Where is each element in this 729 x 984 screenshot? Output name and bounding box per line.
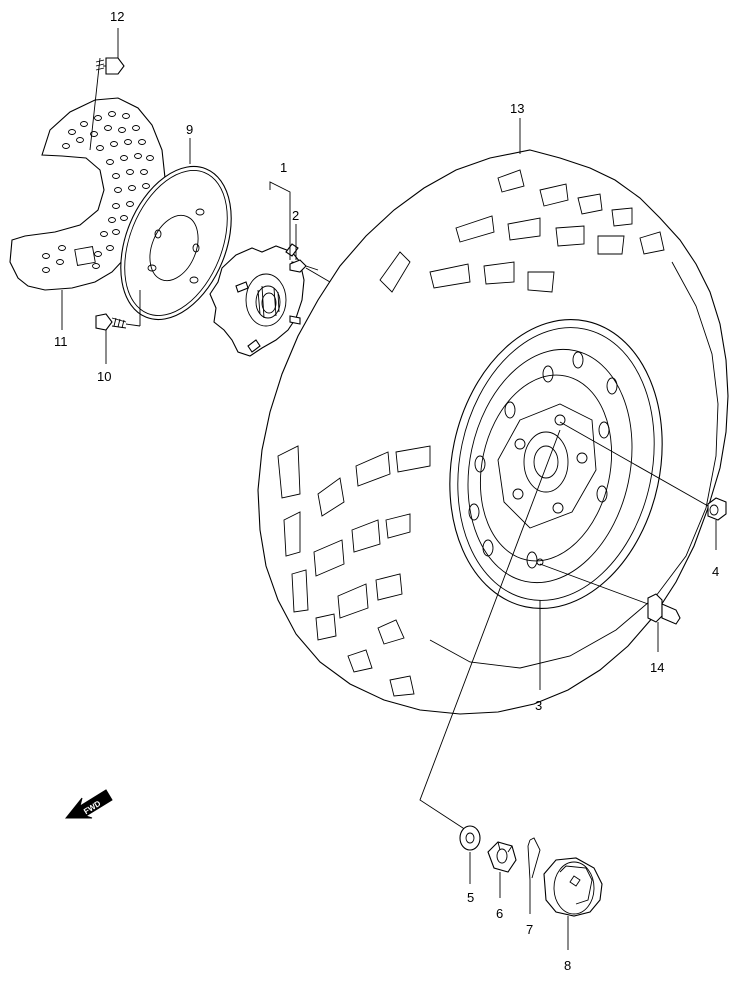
fwd-direction-arrow: FWD <box>64 789 113 819</box>
hub-studs <box>235 243 303 353</box>
rim-vent-holes <box>468 351 618 569</box>
callout-13: 13 <box>510 101 524 116</box>
leader-2-tire <box>305 267 331 283</box>
callout-4: 4 <box>712 564 719 579</box>
callout-7: 7 <box>526 922 533 937</box>
callout-8: 8 <box>564 958 571 973</box>
leader-14 <box>539 563 649 605</box>
callout-11: 11 <box>54 334 68 349</box>
part-5-washer <box>459 825 481 851</box>
leader-1-2-bracket <box>269 181 291 260</box>
part-1-wheel-hub <box>209 243 305 357</box>
part-4-wheel-nut <box>707 497 727 521</box>
part-2-stud <box>289 259 319 273</box>
callout-9: 9 <box>186 122 193 137</box>
callout-3: 3 <box>535 698 542 713</box>
callout-5: 5 <box>467 890 474 905</box>
guard-holes <box>42 111 154 273</box>
part-8-hub-cap <box>543 857 603 917</box>
part-6-castle-nut <box>487 841 517 873</box>
part-14-valve <box>647 593 681 625</box>
part-7-cotter-pin <box>527 837 541 881</box>
callout-2: 2 <box>292 208 299 223</box>
part-9-brake-disc <box>120 165 232 321</box>
leader-12-b <box>89 57 101 151</box>
callout-6: 6 <box>496 906 503 921</box>
tread-lugs <box>277 169 665 697</box>
callout-1: 1 <box>280 160 287 175</box>
leader-9-10 <box>125 323 141 327</box>
part-12-bolt <box>95 57 125 75</box>
callout-14: 14 <box>650 660 664 675</box>
callout-labels: 1 2 3 4 5 6 7 8 9 10 11 12 13 14 <box>54 9 719 973</box>
leader-axle <box>419 429 561 831</box>
callout-12: 12 <box>110 9 124 24</box>
leader-4 <box>559 421 709 507</box>
part-3-wheel-rim <box>449 319 663 609</box>
callout-10: 10 <box>97 369 111 384</box>
part-10-bolt <box>95 313 127 331</box>
